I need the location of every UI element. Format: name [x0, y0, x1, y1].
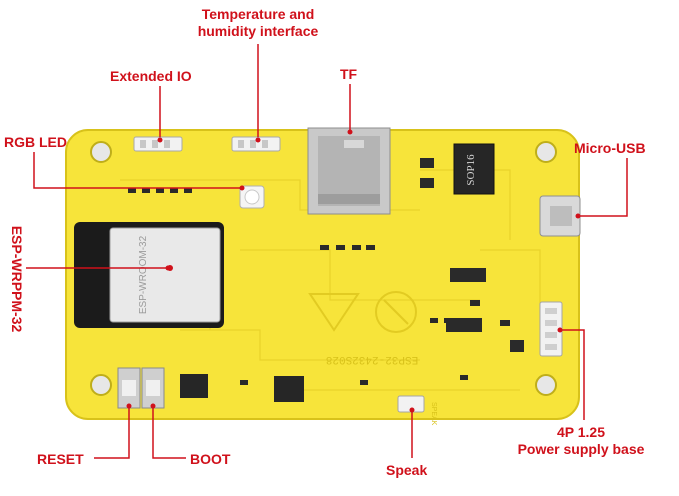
leader-micro-usb — [580, 158, 628, 217]
esp-module: ESP-WROOM-32 — [74, 222, 224, 328]
label-rgb-led: RGB LED — [4, 134, 67, 150]
label-power: 4P 1.25 Power supply base — [496, 424, 666, 458]
silkscreen-logos — [308, 291, 417, 333]
label-esp-module-text: ESP-WRPPM-32 — [9, 225, 25, 333]
leader-rgb-led — [33, 152, 240, 189]
leader-lines — [26, 44, 628, 459]
label-speak: Speak — [386, 462, 428, 478]
reset-button — [117, 367, 141, 409]
label-temp-humidity: Temperature and humidity interface — [170, 6, 346, 40]
label-extended-io: Extended IO — [110, 68, 192, 84]
tf-card-slot — [307, 127, 391, 215]
sop16-chip: SOP16 — [453, 143, 495, 195]
micro-usb-port — [539, 195, 581, 237]
label-boot: BOOT — [190, 451, 231, 467]
speak-silk-text: SPEAK — [430, 402, 437, 426]
label-micro-usb: Micro-USB — [574, 140, 646, 156]
power-transistors — [446, 268, 486, 332]
temp-humidity-connector — [231, 136, 281, 152]
sop16-chip-text: SOP16 — [465, 154, 477, 186]
label-temp-humidity-line2: humidity interface — [197, 23, 319, 39]
esp-module-text: ESP-WROOM-32 — [138, 235, 149, 314]
leader-dots — [126, 129, 581, 413]
label-temp-humidity-line1: Temperature and — [201, 6, 315, 22]
bottom-ics — [180, 374, 304, 402]
label-power-line2: Power supply base — [517, 441, 645, 457]
label-power-line1: 4P 1.25 — [556, 424, 605, 440]
extended-io-connector — [133, 136, 183, 152]
leader-power — [562, 329, 585, 420]
leader-reset — [94, 408, 130, 459]
boot-button — [141, 367, 165, 409]
rgb-led — [239, 185, 265, 209]
label-esp-module: ESP-WRPPM-32 — [6, 205, 26, 355]
mounting-holes — [90, 141, 557, 396]
label-reset: RESET — [37, 451, 84, 467]
speaker-connector: SPEAK — [397, 395, 437, 426]
leader-boot — [152, 408, 186, 459]
board-model-silk: ESP32-2432S028 — [326, 353, 418, 365]
label-tf: TF — [340, 66, 358, 82]
